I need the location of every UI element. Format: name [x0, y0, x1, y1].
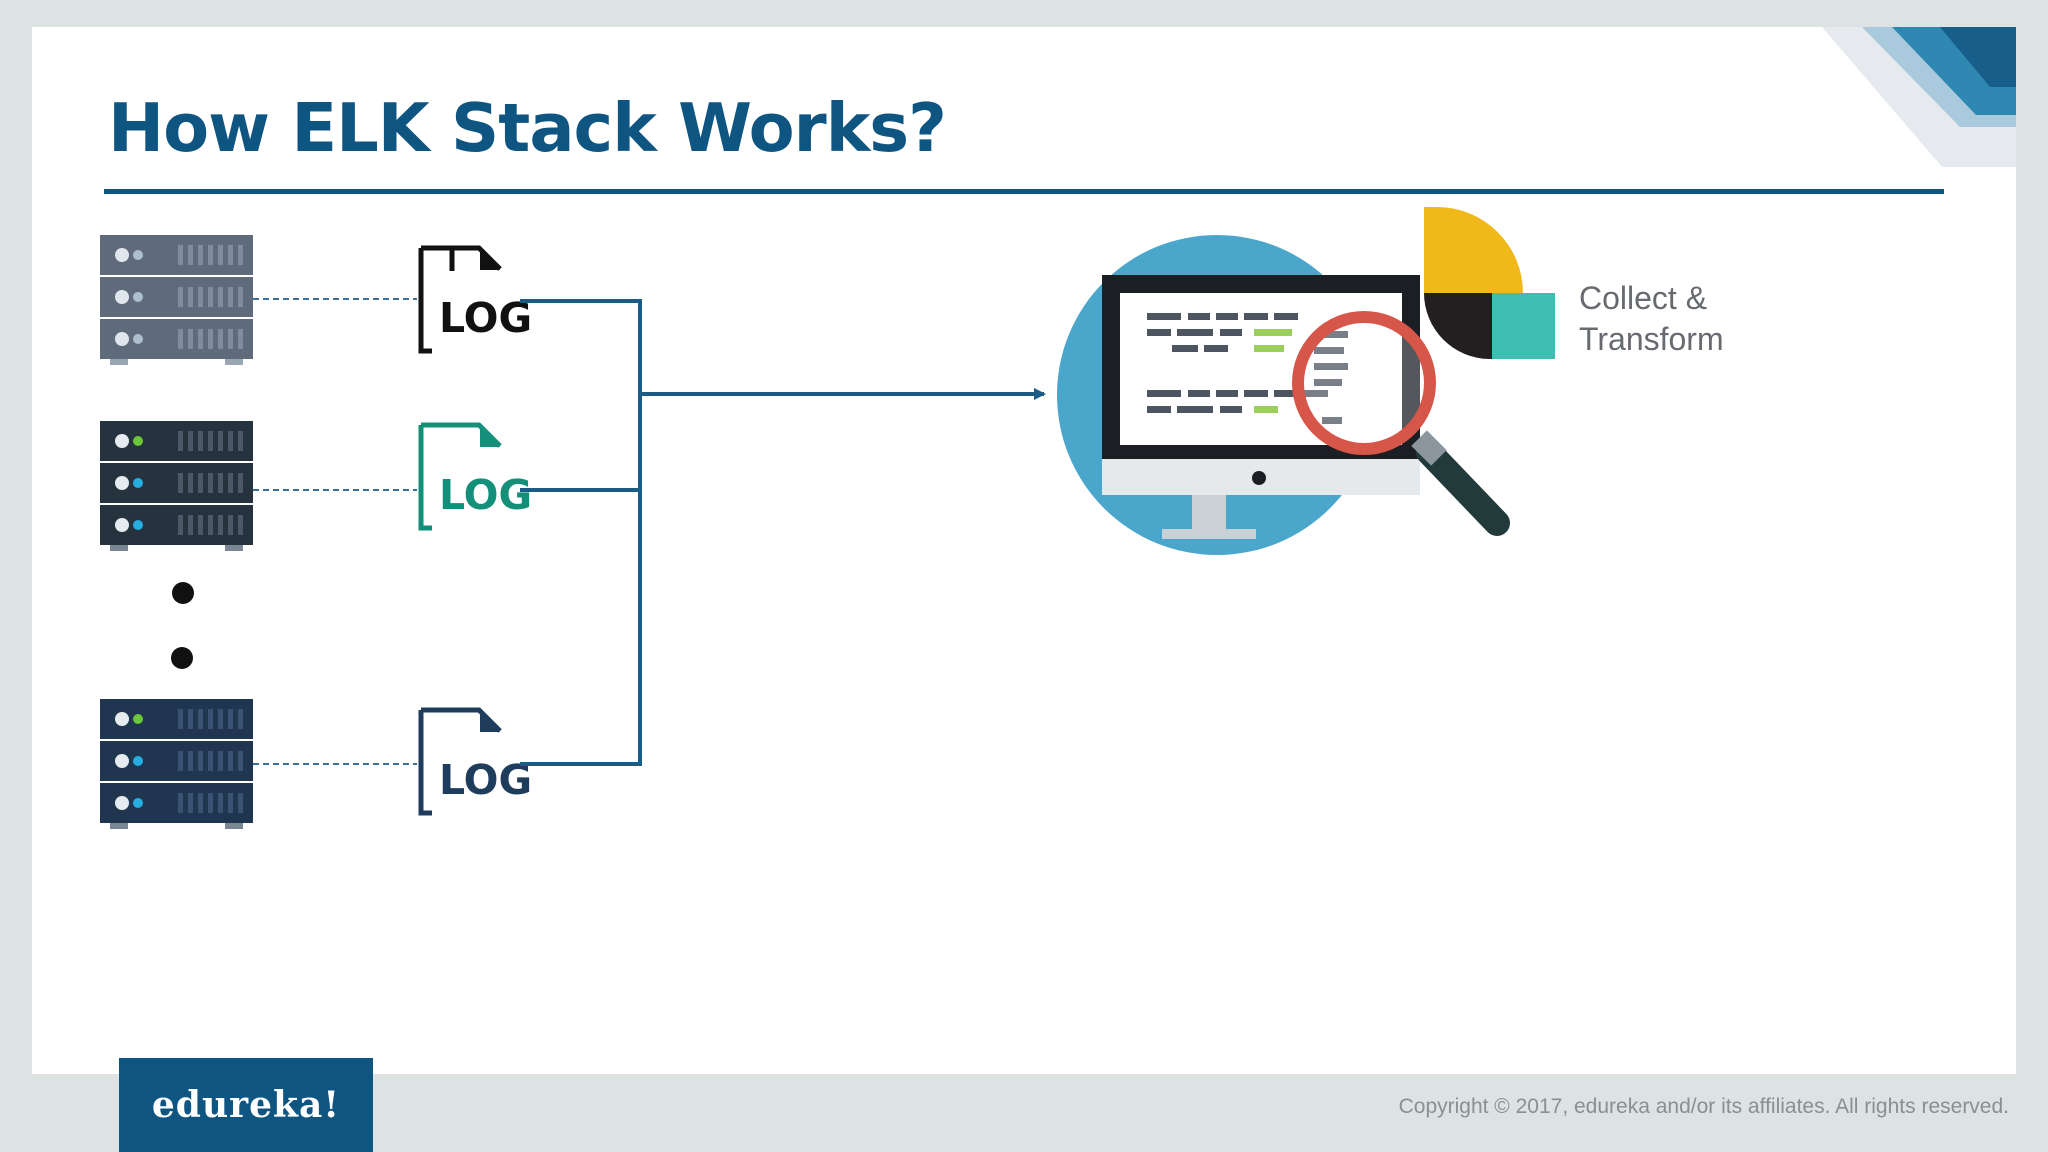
log-file-icon — [418, 245, 502, 354]
brand-name: edureka! — [151, 1084, 341, 1126]
slide: How ELK Stack Works? — [32, 27, 2016, 1074]
elk-diagram: LOG LOG LOG — [100, 207, 1555, 829]
log-file-icon — [418, 422, 502, 531]
collect-transform-label: Collect & Transform — [1579, 278, 1724, 360]
ellipsis-dot — [171, 647, 193, 669]
server-icon — [100, 699, 253, 829]
merge-connector — [520, 299, 642, 766]
server-icon — [100, 235, 253, 365]
log-label: LOG — [439, 471, 532, 519]
copyright-notice: Copyright © 2017, edureka and/or its aff… — [1398, 1095, 2009, 1118]
edureka-logo: edureka! — [119, 1058, 373, 1152]
logstash-logo — [1424, 207, 1555, 359]
label-line: Collect & — [1579, 280, 1708, 316]
label-line: Transform — [1579, 321, 1724, 357]
log-file-icon — [418, 707, 502, 816]
monitor-search-icon — [1057, 235, 1510, 555]
slide-title: How ELK Stack Works? — [108, 89, 947, 167]
log-label: LOG — [439, 756, 532, 804]
title-underline — [104, 189, 1944, 194]
server-icon — [100, 421, 253, 551]
log-label: LOG — [439, 294, 532, 342]
ellipsis-dot — [172, 582, 194, 604]
